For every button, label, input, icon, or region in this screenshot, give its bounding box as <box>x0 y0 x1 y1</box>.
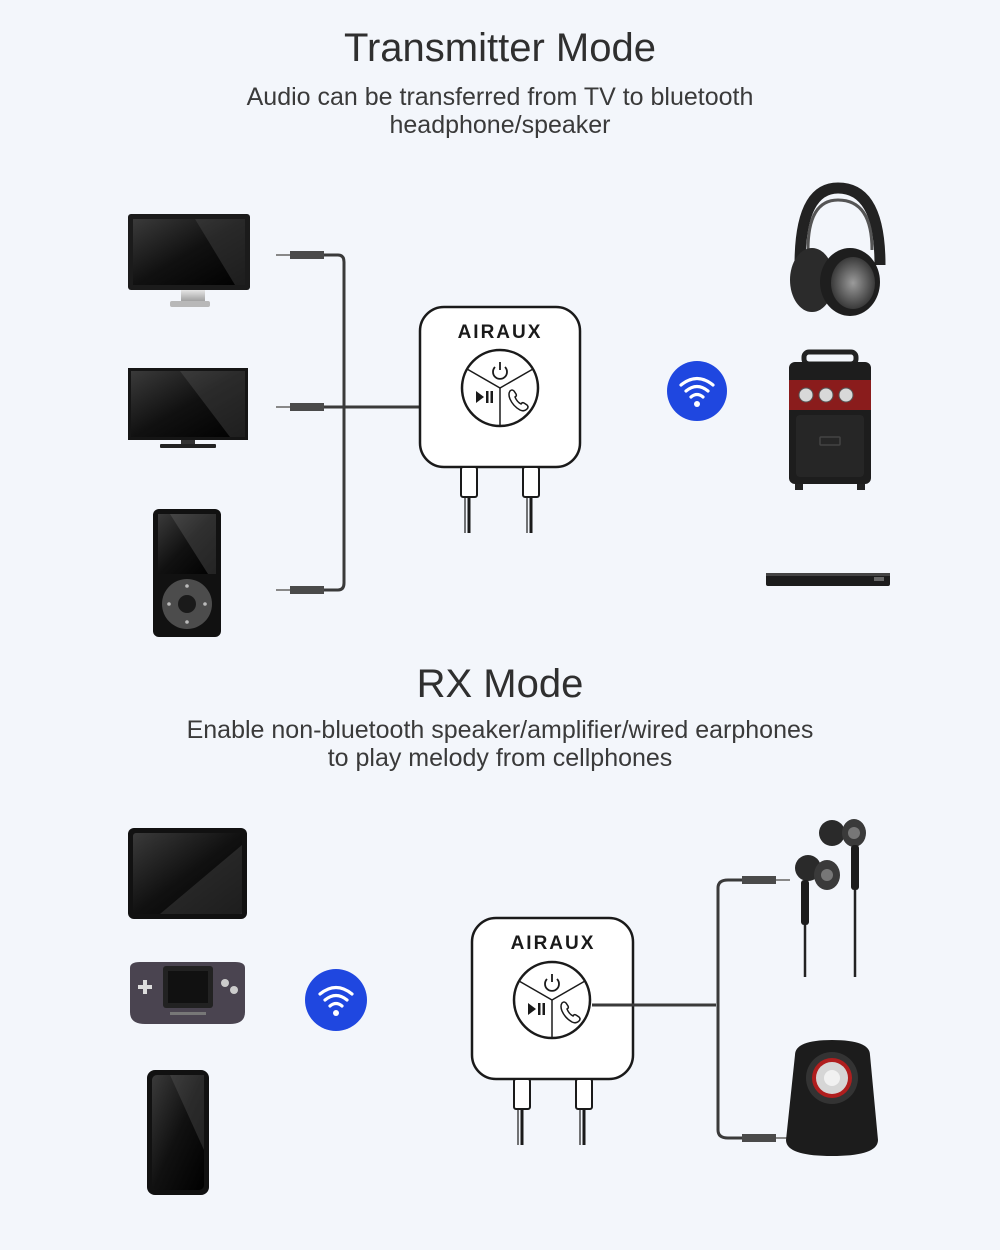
phone-icon <box>508 389 529 412</box>
mp3-player-icon <box>153 509 221 637</box>
rx-title: RX Mode <box>416 662 584 706</box>
play-pause-icon <box>528 1003 545 1015</box>
rx-subtitle: Enable non-bluetooth speaker/amplifier/w… <box>0 716 1000 772</box>
power-icon <box>544 974 560 992</box>
rx-subtitle-line2: to play melody from cellphones <box>327 744 673 772</box>
airaux-device-transmitter: AIRAUX <box>418 305 582 533</box>
wifi-icon <box>667 361 727 421</box>
speaker-icon <box>789 349 871 490</box>
airaux-device-rx: AIRAUX <box>470 916 635 1145</box>
phone-icon <box>560 1001 581 1024</box>
smartphone-icon <box>147 1070 209 1195</box>
wifi-icon <box>305 969 367 1031</box>
tablet-icon <box>128 828 247 919</box>
play-pause-icon <box>476 391 493 403</box>
headphones-icon <box>790 182 886 316</box>
power-icon <box>492 362 508 380</box>
aux-cable-right <box>592 876 790 1142</box>
rx-subtitle-line1: Enable non-bluetooth speaker/amplifier/w… <box>186 716 814 744</box>
device-brand-label: AIRAUX <box>458 322 543 343</box>
desktop-speaker-icon <box>786 1040 878 1156</box>
transmitter-title: Transmitter Mode <box>344 26 656 70</box>
transmitter-subtitle: Audio can be transferred from TV to blue… <box>0 83 1000 139</box>
transmitter-subtitle-line2: headphone/speaker <box>389 111 611 139</box>
soundbar-icon <box>766 573 890 586</box>
tv-icon <box>128 368 248 448</box>
game-console-icon <box>130 962 245 1024</box>
transmitter-subtitle-line1: Audio can be transferred from TV to blue… <box>246 83 754 111</box>
device-brand-label: AIRAUX <box>511 933 596 954</box>
monitor-icon <box>128 214 250 307</box>
earphones-icon <box>795 819 866 977</box>
